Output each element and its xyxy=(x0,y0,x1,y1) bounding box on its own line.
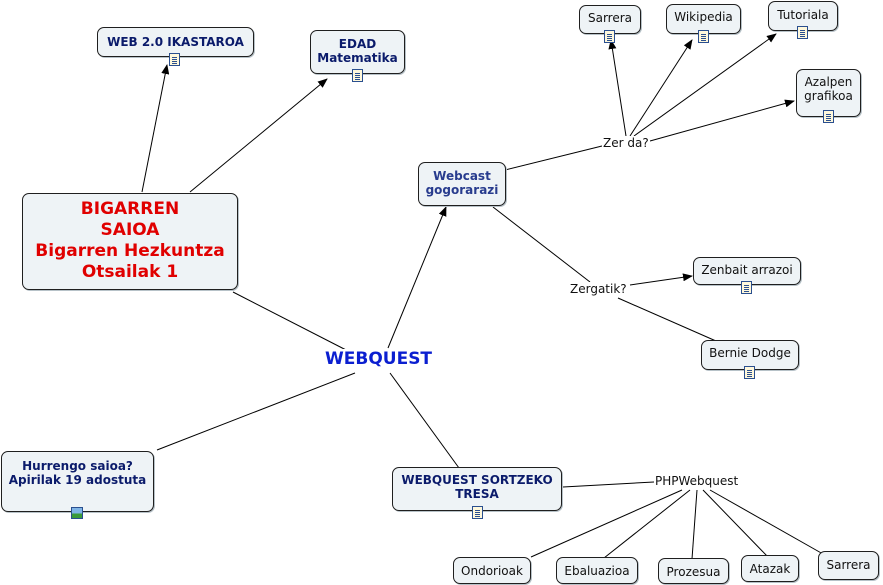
edad-node[interactable]: EDAD Matematika xyxy=(310,30,405,82)
link-php-sarrera xyxy=(709,489,824,555)
zenbait-node[interactable]: Zenbait arrazoi xyxy=(693,257,801,294)
wikipedia-node[interactable]: Wikipedia xyxy=(666,4,741,43)
prozesua-node[interactable]: Prozesua xyxy=(658,558,729,584)
prozesua-label: Prozesua xyxy=(666,565,721,579)
web20-node[interactable]: WEB 2.0 IKASTAROA xyxy=(97,27,254,66)
document-icon[interactable] xyxy=(823,110,834,123)
link-zerda-azalpen xyxy=(649,99,795,142)
ondorioak-node[interactable]: Ondorioak xyxy=(453,557,531,584)
link-php-ondorioak xyxy=(530,489,683,558)
hurrengo-node[interactable]: Hurrengo saioa? Apirilak 19 adostuta xyxy=(1,451,154,519)
atazak-node[interactable]: Atazak xyxy=(741,555,799,582)
tutoriala-label: Tutoriala xyxy=(777,8,829,22)
atazak-label: Atazak xyxy=(749,562,791,576)
link-sortzeko-php xyxy=(562,481,655,488)
document-icon[interactable] xyxy=(604,30,615,43)
link-zerda-tutoriala xyxy=(633,33,777,137)
ebaluazioa-node[interactable]: Ebaluazioa xyxy=(556,557,638,584)
link-center-webcast xyxy=(387,206,447,349)
azalpen-label: Azalpen grafikoa xyxy=(804,75,853,103)
sortzeko-label: WEBQUEST SORTZEKO TRESA xyxy=(401,473,553,501)
document-icon[interactable] xyxy=(797,26,808,39)
sarrera-bottom-label: Sarrera xyxy=(826,558,871,572)
link-php-atazak xyxy=(702,489,769,558)
ondorioak-label: Ondorioak xyxy=(461,564,523,578)
document-icon[interactable] xyxy=(698,30,709,43)
azalpen-node[interactable]: Azalpen grafikoa xyxy=(796,69,861,123)
link-zerda-sarrera xyxy=(608,39,627,137)
edad-label: EDAD Matematika xyxy=(317,37,398,65)
link-zergatik-bernie xyxy=(617,297,717,342)
zenbait-label: Zenbait arrazoi xyxy=(701,263,793,277)
main-session-label: BIGARREN SAIOA Bigarren Hezkuntza Otsail… xyxy=(35,199,225,282)
link-main-web20 xyxy=(141,64,170,193)
link-main-center xyxy=(232,291,351,353)
document-icon[interactable] xyxy=(472,506,483,519)
sarrera-top-node[interactable]: Sarrera xyxy=(579,5,641,43)
hurrengo-label: Hurrengo saioa? Apirilak 19 adostuta xyxy=(8,459,147,487)
bernie-label: Bernie Dodge xyxy=(709,346,791,360)
ebaluazioa-label: Ebaluazioa xyxy=(564,564,630,578)
link-center-sortzeko xyxy=(389,372,460,469)
web20-label: WEB 2.0 IKASTAROA xyxy=(107,35,244,49)
link-center-hurrengo xyxy=(156,372,356,451)
link-php-prozesua xyxy=(691,489,698,560)
zerda-label[interactable]: Zer da? xyxy=(602,136,650,150)
tutoriala-node[interactable]: Tutoriala xyxy=(768,1,838,39)
bernie-node[interactable]: Bernie Dodge xyxy=(701,340,799,379)
phpwebquest-label[interactable]: PHPWebquest xyxy=(654,474,740,488)
link-webcast-zergatik xyxy=(492,206,591,283)
link-main-edad xyxy=(189,78,328,193)
main-session-box[interactable]: BIGARREN SAIOA Bigarren Hezkuntza Otsail… xyxy=(22,193,238,290)
link-webcast-zerda xyxy=(504,145,603,171)
sarrera-bottom-node[interactable]: Sarrera xyxy=(818,551,879,580)
document-icon[interactable] xyxy=(169,53,180,66)
link-php-ebaluazioa xyxy=(603,489,691,559)
link-zerda-wikipedia xyxy=(629,39,693,137)
picture-icon[interactable] xyxy=(71,507,83,519)
document-icon[interactable] xyxy=(352,69,363,82)
sarrera-top-label: Sarrera xyxy=(587,11,633,25)
webquest-center-label: WEBQUEST xyxy=(325,349,433,369)
wikipedia-label: Wikipedia xyxy=(674,10,733,24)
webcast-label: Webcast gogorarazi xyxy=(425,169,499,197)
zergatik-label[interactable]: Zergatik? xyxy=(569,282,628,296)
document-icon[interactable] xyxy=(741,281,752,294)
webcast-node[interactable]: Webcast gogorarazi xyxy=(418,162,506,206)
link-zergatik-zenbait xyxy=(629,273,693,286)
sortzeko-node[interactable]: WEBQUEST SORTZEKO TRESA xyxy=(392,467,562,519)
webquest-center[interactable]: WEBQUEST xyxy=(325,349,433,369)
document-icon[interactable] xyxy=(744,366,755,379)
